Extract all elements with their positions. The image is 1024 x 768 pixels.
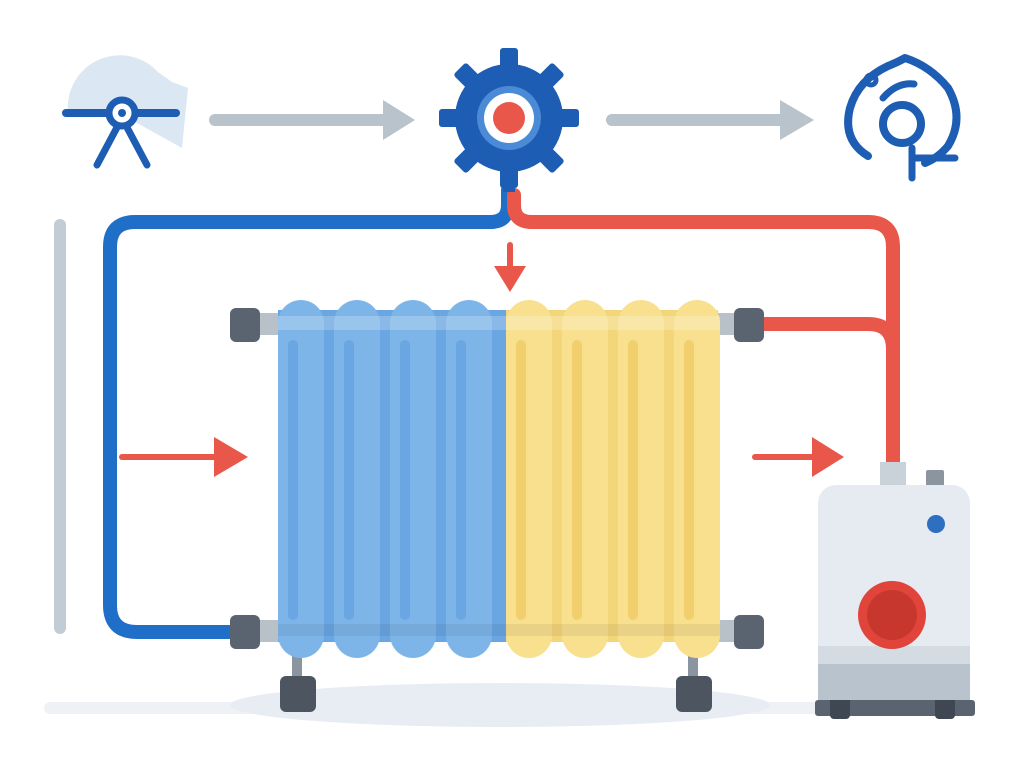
valve-top-right (718, 308, 764, 342)
radiator-shadow (230, 683, 770, 727)
down-arrow (494, 242, 526, 292)
hot-supply-pipe (507, 188, 900, 477)
flow-arrow-1 (209, 100, 415, 140)
outlet-arrow (752, 437, 844, 477)
radiator-bottom-manifold (278, 624, 720, 636)
valve-bottom-right (718, 615, 764, 649)
cold-return-pipe (103, 183, 515, 639)
valve-bottom-left (230, 615, 280, 649)
hot-radiator-branch (743, 317, 900, 356)
radiator-top-manifold (278, 316, 720, 330)
radiator-foot-right (676, 650, 712, 712)
flow-arrow-2 (606, 100, 814, 140)
radiator-foot-left (280, 650, 316, 712)
valve-top-left (230, 308, 280, 342)
flame-icon (844, 54, 961, 182)
boiler (815, 462, 975, 719)
radiator-cold-half (278, 300, 506, 658)
fan-icon (62, 55, 188, 169)
gear-icon (439, 48, 579, 192)
radiator-warm-half (506, 300, 720, 658)
inlet-arrow (119, 437, 248, 477)
